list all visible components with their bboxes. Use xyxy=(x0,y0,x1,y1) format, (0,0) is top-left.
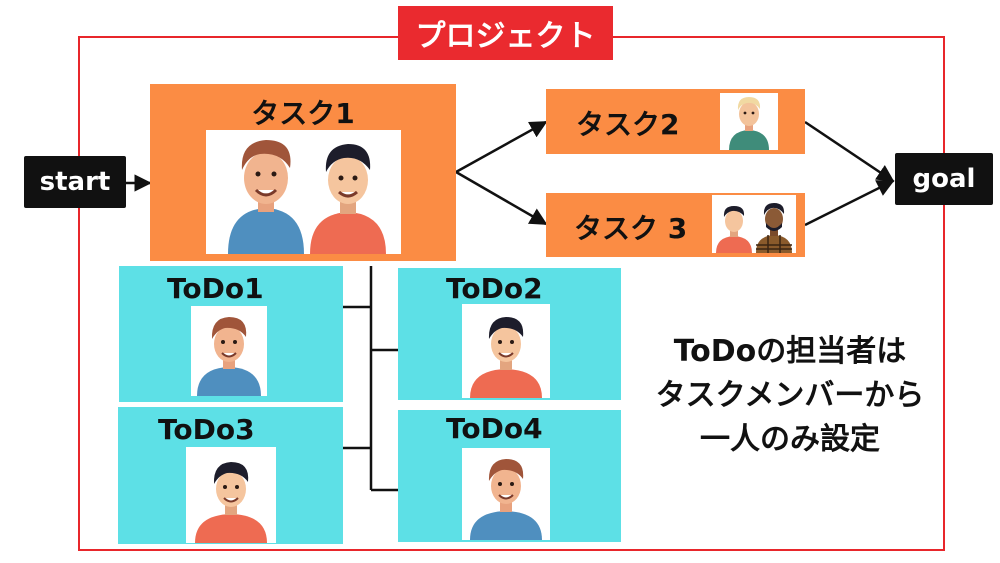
project-title: プロジェクト xyxy=(398,6,613,60)
todo-2-photo xyxy=(462,304,550,398)
todo-2-label: ToDo2 xyxy=(446,272,543,305)
person-black-hair-icon xyxy=(195,462,267,543)
person-black-hair-icon xyxy=(716,206,752,253)
task-2-label: タスク2 xyxy=(576,108,680,141)
todo-3-photo xyxy=(186,447,276,543)
task-1: タスク1 xyxy=(150,84,456,261)
start-node: start xyxy=(24,156,126,208)
todo-1-photo xyxy=(191,306,267,396)
person-dark-skin-icon xyxy=(756,203,792,253)
task-3: タスク 3 xyxy=(546,193,805,257)
task-2-photo xyxy=(720,93,778,150)
goal-node: goal xyxy=(895,153,993,205)
task1-to-task2-arrow xyxy=(455,120,548,174)
task3-to-goal-arrow xyxy=(804,179,895,227)
note-line-1: ToDoの担当者は xyxy=(673,334,907,369)
person-brown-hair-icon xyxy=(470,459,542,540)
todo-4-label: ToDo4 xyxy=(446,412,543,445)
todo-2: ToDo2 xyxy=(398,268,621,400)
task2-to-goal-arrow xyxy=(804,120,895,183)
task-1-label: タスク1 xyxy=(251,97,355,130)
person-brown-hair-icon xyxy=(197,317,261,396)
todo-1: ToDo1 xyxy=(119,266,343,402)
task-1-photo xyxy=(206,130,401,254)
task1-to-task3-arrow xyxy=(455,170,548,226)
todo-1-label: ToDo1 xyxy=(167,272,264,305)
person-brown-hair-icon xyxy=(228,140,304,254)
person-black-hair-icon xyxy=(310,144,386,254)
person-blond-hair-icon xyxy=(729,97,769,150)
todo-3-label: ToDo3 xyxy=(158,413,255,446)
todo-4-photo xyxy=(462,448,550,540)
note-line-3: 一人のみ設定 xyxy=(700,422,880,457)
person-black-hair-icon xyxy=(470,317,542,398)
note-line-2: タスクメンバーから xyxy=(655,378,925,413)
task-2: タスク2 xyxy=(546,89,805,154)
todo-4: ToDo4 xyxy=(398,410,621,542)
todo-3: ToDo3 xyxy=(118,407,343,544)
task-3-photo xyxy=(712,195,796,253)
task-3-label: タスク 3 xyxy=(574,212,688,245)
assignment-note: ToDoの担当者は タスクメンバーから 一人のみ設定 xyxy=(640,330,940,462)
